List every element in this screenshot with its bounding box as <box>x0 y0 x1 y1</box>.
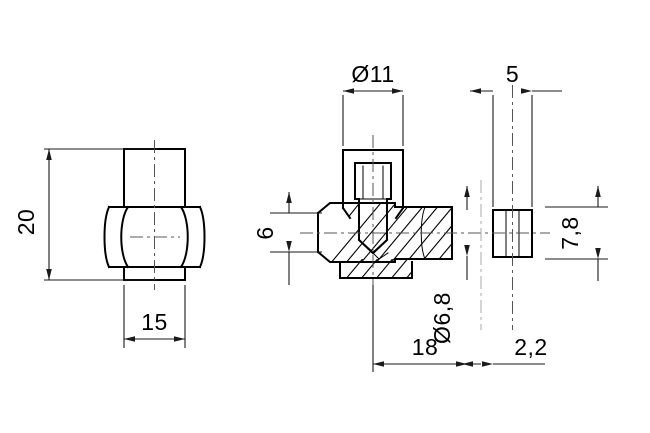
front-view-dimensions: 20 15 <box>13 148 186 348</box>
dimtext-height-20: 20 <box>13 209 39 236</box>
section-view-dimensions: Ø11 5 6 7,8 Ø6,8 1 <box>252 61 608 372</box>
dimtext-len-22: 2,2 <box>514 334 547 360</box>
body-inner-left-arc <box>120 205 130 269</box>
body-lower-profile <box>316 250 453 263</box>
section-view-geometry <box>300 85 550 330</box>
body-inner-right-arc <box>179 205 189 269</box>
body-left-arc <box>103 205 111 269</box>
hatching-main-body <box>318 203 452 262</box>
dimtext-len-18: 18 <box>412 334 439 360</box>
dimtext-len-5: 5 <box>506 61 519 87</box>
dimtext-dia-11: Ø11 <box>351 61 394 87</box>
body-right-arc <box>198 205 206 269</box>
hatching-boss-left <box>343 150 359 218</box>
body-upper-profile <box>316 202 453 215</box>
front-view-geometry <box>103 140 206 290</box>
dimtext-dia-68: Ø6,8 <box>429 292 455 344</box>
dimtext-height-6: 6 <box>252 226 278 239</box>
lower-flange-outline <box>339 261 413 279</box>
dimtext-width-15: 15 <box>141 309 168 335</box>
dimtext-height-78: 7,8 <box>557 216 583 249</box>
